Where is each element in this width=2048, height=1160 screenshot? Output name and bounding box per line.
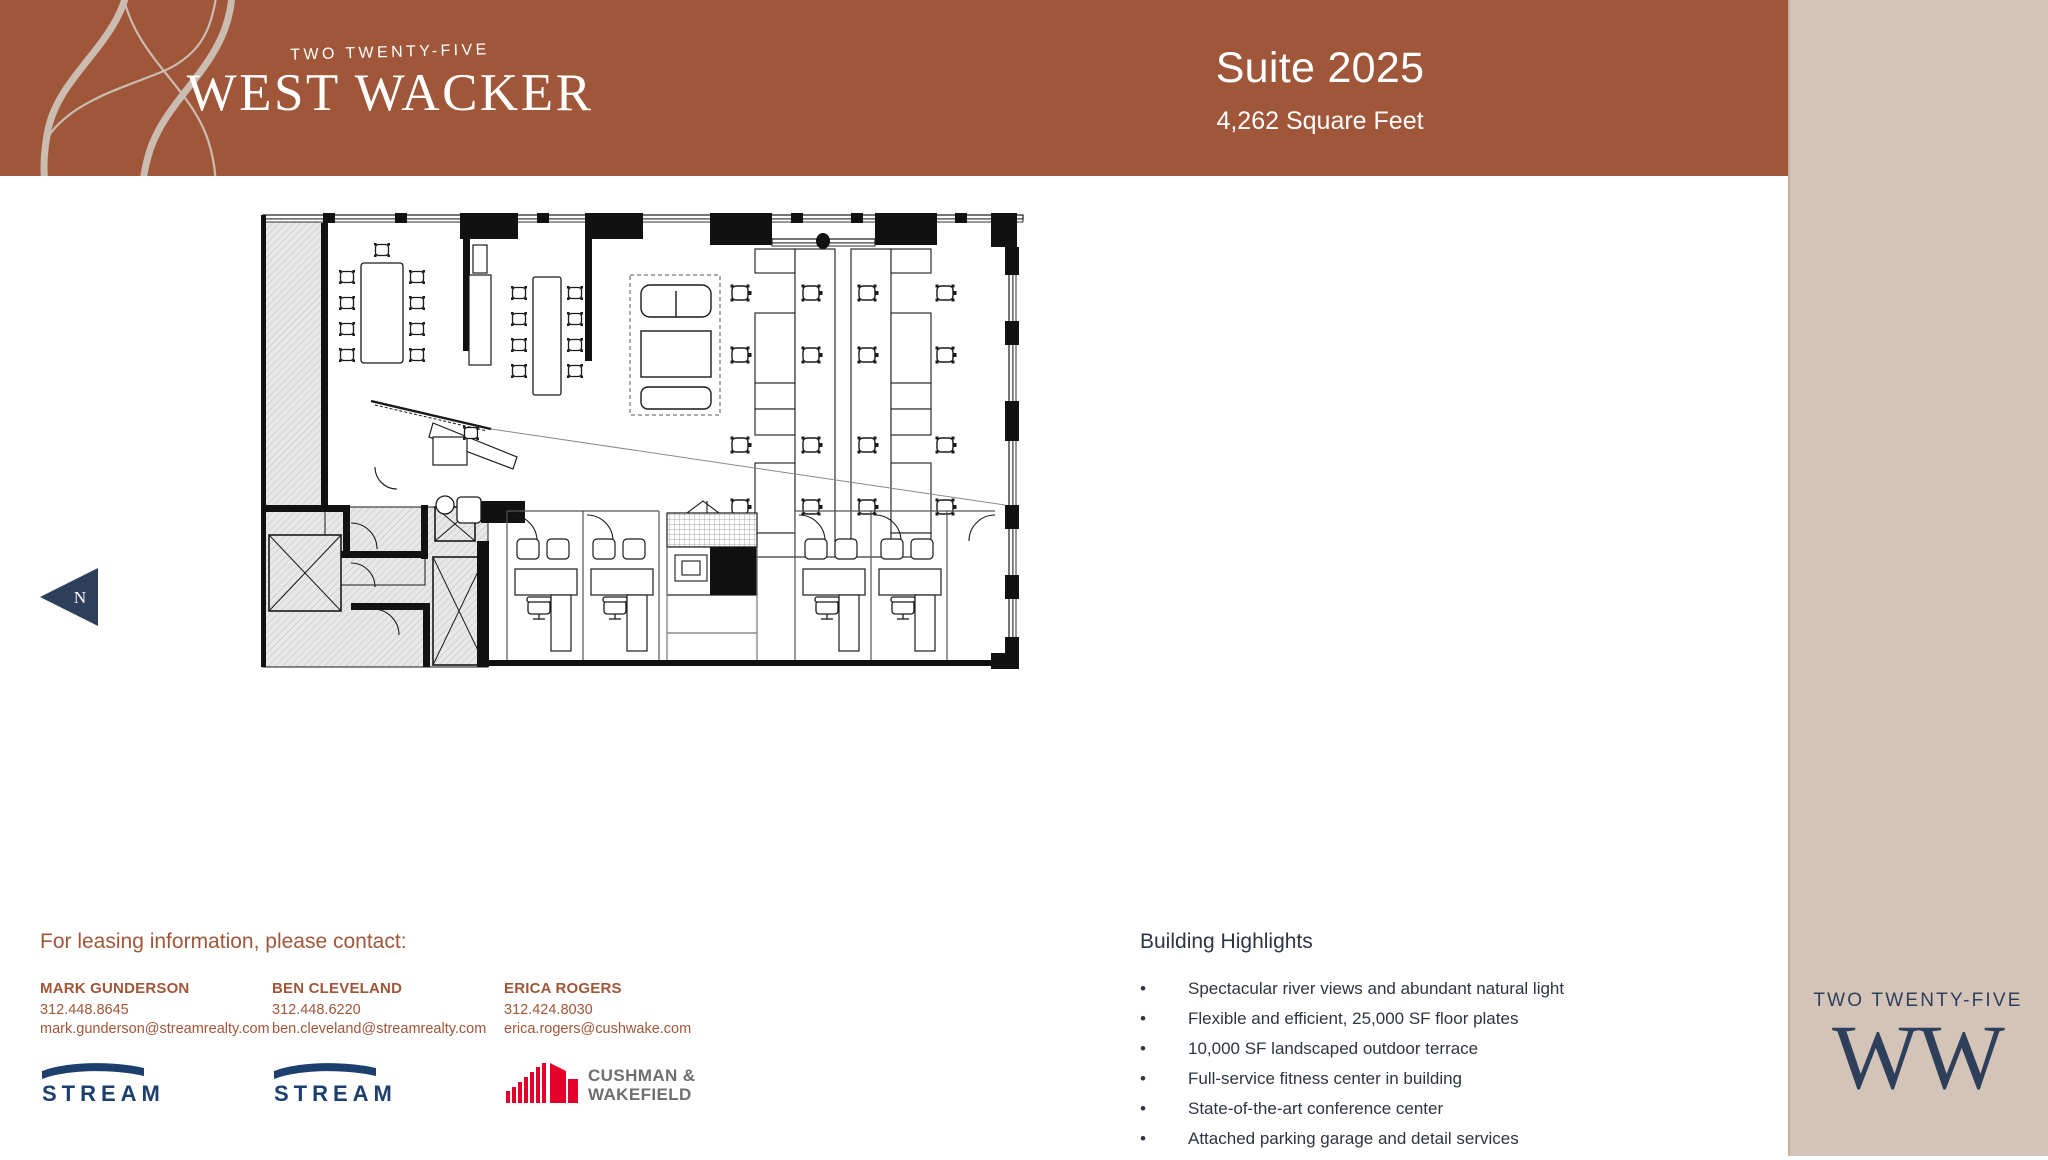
highlight-text: Spectacular river views and abundant nat… [1188,979,1565,998]
contact-name: ERICA ROGERS [504,980,622,997]
bullet-icon: • [1140,1069,1146,1088]
svg-text:N: N [74,588,86,607]
highlight-item: • State-of-the-art conference center [1140,1100,1740,1117]
svg-text:STREAM: STREAM [42,1081,165,1105]
highlight-text: Full-service fitness center in building [1188,1069,1463,1088]
contact-email[interactable]: ben.cleveland@streamrealty.com [272,1021,487,1037]
suite-title: Suite 2025 [1215,44,1425,92]
building-brand-logo: TWO TWENTY-FIVE WEST WACKER [180,41,600,122]
contact-card: ERICA ROGERS 312.424.8030 erica.rogers@c… [504,980,736,1105]
highlight-text: 10,000 SF landscaped outdoor terrace [1188,1039,1479,1058]
floor-plan-drawing [261,213,1024,669]
contact-email[interactable]: mark.gunderson@streamrealty.com [40,1021,270,1037]
contacts-heading: For leasing information, please contact: [40,930,407,953]
highlight-text: Attached parking garage and detail servi… [1188,1129,1519,1148]
header-decorative-arcs [40,0,235,176]
bullet-icon: • [1140,1039,1146,1058]
svg-text:STREAM: STREAM [274,1081,397,1105]
highlights-heading: Building Highlights [1140,930,1313,953]
contact-name: MARK GUNDERSON [40,980,190,997]
suite-info: Suite 2025 4,262 Square Feet [1020,44,1620,136]
contact-name: BEN CLEVELAND [272,980,403,997]
sidebar-logo-eyebrow: TWO TWENTY-FIVE [1813,990,2023,1011]
highlight-item: • Full-service fitness center in buildin… [1140,1070,1740,1087]
suite-square-feet: 4,262 Square Feet [1216,107,1424,135]
stream-logo: STREAM [272,1061,504,1106]
right-sidebar: TWO TWENTY-FIVE WW [1788,0,2048,1156]
stream-logo: STREAM [40,1061,272,1106]
highlight-text: State-of-the-art conference center [1188,1099,1444,1118]
contact-phone[interactable]: 312.448.6220 [272,1002,361,1018]
bullet-icon: • [1140,1129,1146,1148]
highlight-item: • Flexible and efficient, 25,000 SF floo… [1140,1010,1740,1027]
sidebar-building-logo: TWO TWENTY-FIVE WW [1788,990,2048,1108]
contact-card: BEN CLEVELAND 312.448.6220 ben.cleveland… [272,980,504,1106]
sidebar-logo-monogram: WW [1832,1006,2005,1108]
svg-text:WAKEFIELD: WAKEFIELD [588,1085,692,1104]
page-header: TWO TWENTY-FIVE WEST WACKER Suite 2025 4… [0,0,1788,176]
cushman-wakefield-logo: CUSHMAN & WAKEFIELD [504,1061,736,1105]
bullet-icon: • [1140,1009,1146,1028]
leasing-contacts: For leasing information, please contact:… [40,930,940,1106]
highlight-text: Flexible and efficient, 25,000 SF floor … [1188,1009,1519,1028]
contact-email[interactable]: erica.rogers@cushwake.com [504,1021,692,1037]
bullet-icon: • [1140,1099,1146,1118]
contact-phone[interactable]: 312.448.8645 [40,1002,129,1018]
highlights-list: • Spectacular river views and abundant n… [1140,980,1740,1147]
bullet-icon: • [1140,979,1146,998]
highlight-item: • 10,000 SF landscaped outdoor terrace [1140,1040,1740,1057]
building-highlights: Building Highlights • Spectacular river … [1140,930,1740,1160]
brand-wordmark: WEST WACKER [186,64,594,122]
contact-phone[interactable]: 312.424.8030 [504,1002,593,1018]
north-arrow-icon: N [40,568,98,626]
contact-card: MARK GUNDERSON 312.448.8645 mark.gunders… [40,980,272,1106]
svg-text:CUSHMAN &: CUSHMAN & [588,1066,695,1085]
sidebar-divider [1788,0,1790,1156]
highlight-item: • Attached parking garage and detail ser… [1140,1130,1740,1147]
highlight-item: • Spectacular river views and abundant n… [1140,980,1740,997]
